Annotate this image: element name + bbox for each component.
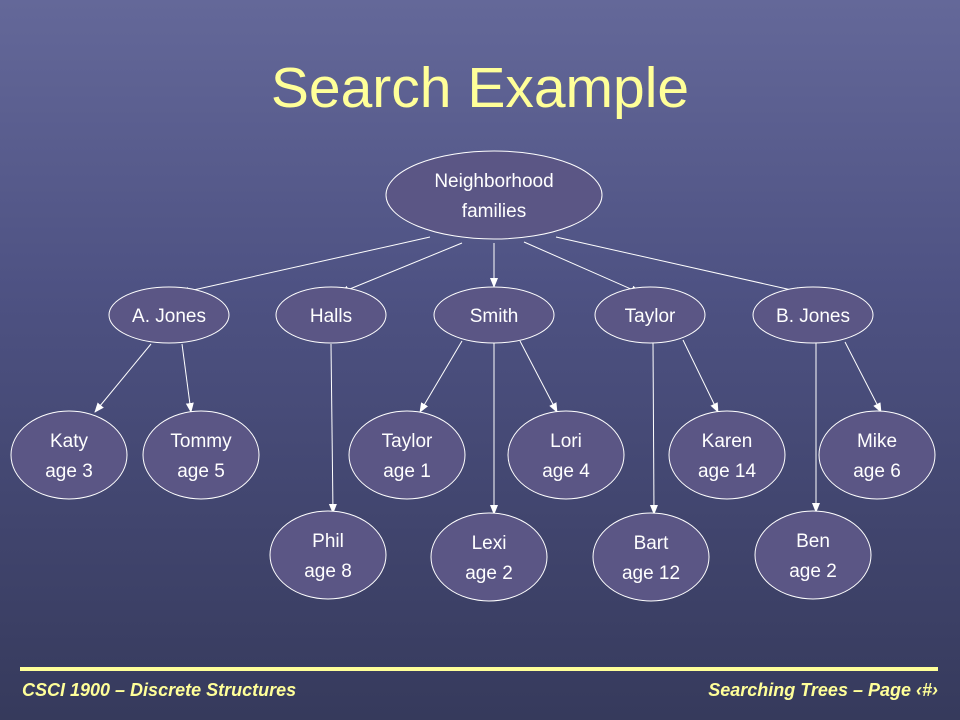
node-label-line: Phil [312, 531, 344, 552]
node-ellipse [507, 410, 625, 500]
node-label-line: B. Jones [776, 306, 850, 327]
node-karen: Karen age 14 [668, 410, 786, 500]
node-label-line: age 14 [698, 461, 757, 482]
node-label-line: age 8 [304, 561, 352, 582]
node-ellipse [818, 410, 936, 500]
node-ben: Ben age 2 [754, 510, 872, 600]
edge-root-to-taylor [523, 241, 641, 294]
footer-course-label: CSCI 1900 – Discrete Structures [22, 680, 297, 700]
node-label-line: age 5 [177, 461, 225, 482]
node-mike: Mike age 6 [818, 410, 936, 500]
footer-page-label: Searching Trees – Page ‹#› [708, 680, 938, 700]
node-label-line: Halls [310, 306, 352, 327]
footer-divider [20, 667, 938, 671]
node-label-line: age 2 [789, 561, 837, 582]
node-ellipse [10, 410, 128, 500]
node-label-line: Tommy [170, 431, 232, 452]
edge-smith-to-lori [519, 340, 558, 413]
node-ellipse [142, 410, 260, 500]
edge-halls-to-phil [328, 343, 337, 514]
node-ellipse [594, 286, 706, 344]
node-ellipse [385, 150, 603, 240]
node-lori: Lori age 4 [507, 410, 625, 500]
node-ellipse [275, 286, 387, 344]
node-root: Neighborhood families [385, 150, 603, 240]
node-label-line: age 2 [465, 563, 513, 584]
node-label-line: Bart [634, 533, 670, 554]
node-ellipse [269, 510, 387, 600]
node-b-jones: B. Jones [752, 286, 874, 344]
edge-root-to-halls [339, 242, 463, 294]
node-label-line: Lori [550, 431, 582, 452]
node-taylor-child: Taylor age 1 [348, 410, 466, 500]
node-label-line: Neighborhood [434, 171, 553, 192]
node-ellipse [348, 410, 466, 500]
node-bart: Bart age 12 [592, 512, 710, 602]
node-ellipse [754, 510, 872, 600]
node-ellipse [433, 286, 555, 344]
node-label-line: families [462, 201, 526, 222]
node-label-line: Ben [796, 531, 830, 552]
node-ellipse [108, 286, 230, 344]
node-label-line: age 4 [542, 461, 590, 482]
node-label-line: Karen [702, 431, 753, 452]
node-smith: Smith [433, 286, 555, 344]
node-a-jones: A. Jones [108, 286, 230, 344]
node-halls: Halls [275, 286, 387, 344]
slide-title: Search Example [270, 56, 690, 120]
node-label-line: Katy [50, 431, 89, 452]
node-label-line: age 6 [853, 461, 901, 482]
node-katy: Katy age 3 [10, 410, 128, 500]
node-ellipse [752, 286, 874, 344]
node-tommy: Tommy age 5 [142, 410, 260, 500]
node-phil: Phil age 8 [269, 510, 387, 600]
edge-smith-to-taylor-child [419, 340, 463, 413]
node-taylor: Taylor [594, 286, 706, 344]
node-label-line: Lexi [472, 533, 507, 554]
edge-taylor-to-bart [649, 341, 658, 515]
edge-b-jones-to-mike [844, 341, 882, 413]
node-label-line: Taylor [625, 306, 676, 327]
edge-root-to-b-jones [555, 236, 806, 295]
node-label-line: age 3 [45, 461, 93, 482]
node-ellipse [592, 512, 710, 602]
node-lexi: Lexi age 2 [430, 512, 548, 602]
node-ellipse [430, 512, 548, 602]
node-label-line: A. Jones [132, 306, 206, 327]
node-label-line: age 12 [622, 563, 680, 584]
edge-taylor-to-karen [682, 339, 719, 413]
edge-a-jones-to-katy [94, 343, 152, 413]
edge-a-jones-to-tommy [181, 343, 194, 413]
node-label-line: Mike [857, 431, 897, 452]
node-ellipse [668, 410, 786, 500]
node-label-line: age 1 [383, 461, 431, 482]
node-label-line: Smith [470, 306, 519, 327]
edge-root-to-a-jones [179, 236, 431, 295]
node-label-line: Taylor [382, 431, 433, 452]
